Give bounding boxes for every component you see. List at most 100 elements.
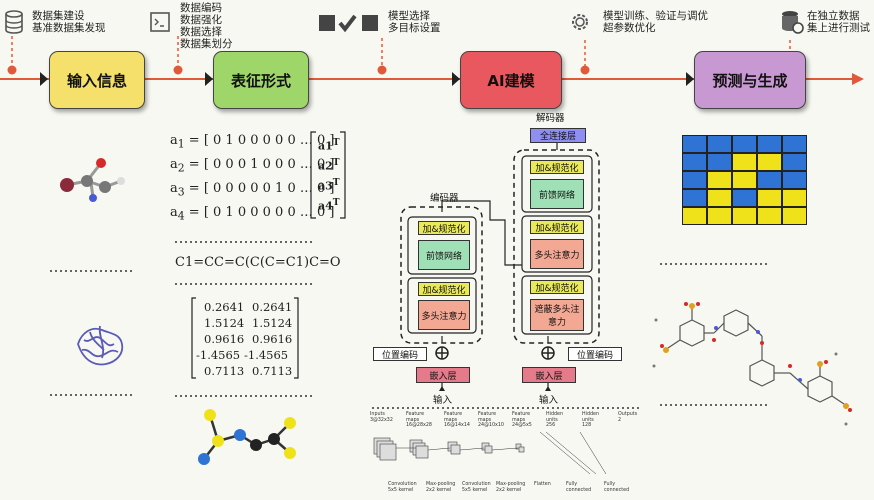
matrix-cell: 0.2641	[204, 300, 245, 314]
grid-cell	[757, 189, 782, 207]
decoder-norm: 加&规范化	[530, 220, 584, 234]
vector-bracket	[310, 131, 346, 219]
decoder-attention: 多头注意力	[530, 239, 584, 269]
molecule-ball-stick	[60, 158, 125, 202]
matrix-cell: 1.5124	[204, 316, 245, 330]
cnn-label: Hidden units 128	[582, 412, 600, 428]
grid-cell	[782, 171, 807, 189]
encoder-embedding: 嵌入层	[416, 367, 470, 383]
prediction-grid	[682, 135, 807, 225]
grid-cell	[707, 189, 732, 207]
matrix-cell: 0.7113	[204, 364, 245, 378]
matrix-cell: 1.5124	[252, 316, 293, 330]
decoder-label: 解码器	[536, 113, 565, 124]
matrix-cell: 0.9616	[252, 332, 293, 346]
decoder-linear: 全连接层	[530, 128, 586, 143]
matrix-cell: -1.4565	[196, 348, 241, 362]
decoder-masked-attention: 遮蔽多头注意力	[530, 299, 584, 331]
grid-cell	[782, 135, 807, 153]
decoder-positional: 位置编码	[568, 347, 622, 361]
vector-entry: a4T	[318, 197, 340, 213]
cnn-label: Feature maps 16@14x14	[444, 412, 470, 428]
stage-ai-modeling: AI建模	[460, 51, 562, 109]
grid-cell	[782, 207, 807, 225]
encoder-input-label: 输入	[433, 395, 453, 406]
grid-cell	[707, 171, 732, 189]
grid-cell	[682, 153, 707, 171]
step-text: 数据编码数据强化数据选择数据集划分	[180, 2, 233, 50]
grid-cell	[757, 171, 782, 189]
grid-cell	[757, 135, 782, 153]
grid-cell	[682, 171, 707, 189]
cnn-label: Hidden units 256	[546, 412, 564, 428]
cnn-label: Outputs 2	[618, 412, 638, 423]
cnn-label: Convolution 5x5 kernel	[388, 482, 417, 493]
cnn-label: Inputs 3@32x32	[370, 412, 393, 423]
encoder-norm: 加&规范化	[418, 282, 470, 296]
vector-entry: a3T	[318, 177, 340, 193]
decoder-norm: 加&规范化	[530, 280, 584, 294]
grid-cell	[682, 207, 707, 225]
cnn-label: Max-pooling 2x2 kernel	[426, 482, 456, 493]
matrix-cell: -1.4565	[244, 348, 289, 362]
grid-cell	[707, 207, 732, 225]
gear-icon	[572, 14, 588, 30]
grid-cell	[782, 189, 807, 207]
terminal-icon	[150, 12, 170, 32]
encoder-ffn: 前馈网络	[418, 240, 470, 270]
cnn-label: Max-pooling 2x2 kernel	[496, 482, 526, 493]
step-text: 模型训练、验证与调优超参数优化	[603, 10, 708, 34]
grid-cell	[707, 153, 732, 171]
grid-cell	[732, 189, 757, 207]
grid-cell	[732, 207, 757, 225]
generated-molecule	[652, 302, 852, 426]
matrix-cell: 0.7113	[252, 364, 293, 378]
encoder-positional: 位置编码	[373, 347, 427, 361]
stage-representation: 表征形式	[213, 51, 309, 109]
cnn-label: Feature maps 16@28x28	[406, 412, 432, 428]
grid-cell	[707, 135, 732, 153]
cnn-label: Convolution 5x5 kernel	[462, 482, 491, 493]
matrix-cell: 0.9616	[204, 332, 245, 346]
cnn-label: Fully connected	[604, 482, 630, 493]
cnn-label: Fully connected	[566, 482, 592, 493]
grid-cell	[757, 153, 782, 171]
onehot-row: a1 = [ 0 1 0 0 0 0 0 … 0 ]	[170, 133, 335, 151]
step-text: 数据集建设基准数据集发现	[32, 10, 106, 34]
molecular-graph	[198, 409, 296, 465]
database-icon	[5, 10, 23, 34]
decoder-input-label: 输入	[539, 395, 559, 406]
grid-cell	[682, 135, 707, 153]
matrix-bracket	[191, 297, 299, 379]
cnn-label: Flatten	[534, 482, 551, 487]
matrix-cell: 0.2641	[252, 300, 293, 314]
grid-cell	[732, 135, 757, 153]
encoder-attention: 多头注意力	[418, 300, 470, 330]
grid-cell	[732, 171, 757, 189]
cnn-label: Feature maps 24@10x10	[478, 412, 504, 428]
vector-entry: a2T	[318, 157, 340, 173]
cnn-diagram	[373, 431, 607, 475]
grid-cell	[757, 207, 782, 225]
grid-cell	[682, 189, 707, 207]
database-icon	[782, 11, 804, 34]
stage-prediction: 预测与生成	[694, 51, 806, 109]
decoder-embedding: 嵌入层	[522, 367, 576, 383]
smiles-string: C1=CC=C(C(C=C1)C=O	[175, 255, 341, 270]
decoder-norm: 加&规范化	[530, 160, 584, 174]
vector-entry: a1T	[318, 137, 340, 153]
encoder-label: 编码器	[430, 193, 459, 204]
onehot-row: a2 = [ 0 0 0 1 0 0 0 … 0 ]	[170, 157, 335, 175]
grid-cell	[782, 153, 807, 171]
step-text: 在独立数据集上进行测试	[807, 10, 870, 34]
check-icon	[319, 14, 378, 33]
decoder-ffn: 前馈网络	[530, 179, 584, 209]
onehot-row: a3 = [ 0 0 0 0 0 1 0 … 0 ]	[170, 181, 335, 199]
grid-cell	[732, 153, 757, 171]
encoder-norm: 加&规范化	[418, 221, 470, 235]
step-text: 模型选择多目标设置	[388, 10, 441, 34]
stage-input: 输入信息	[49, 51, 145, 109]
cnn-label: Feature maps 24@5x5	[512, 412, 532, 428]
protein-structure	[77, 325, 124, 366]
